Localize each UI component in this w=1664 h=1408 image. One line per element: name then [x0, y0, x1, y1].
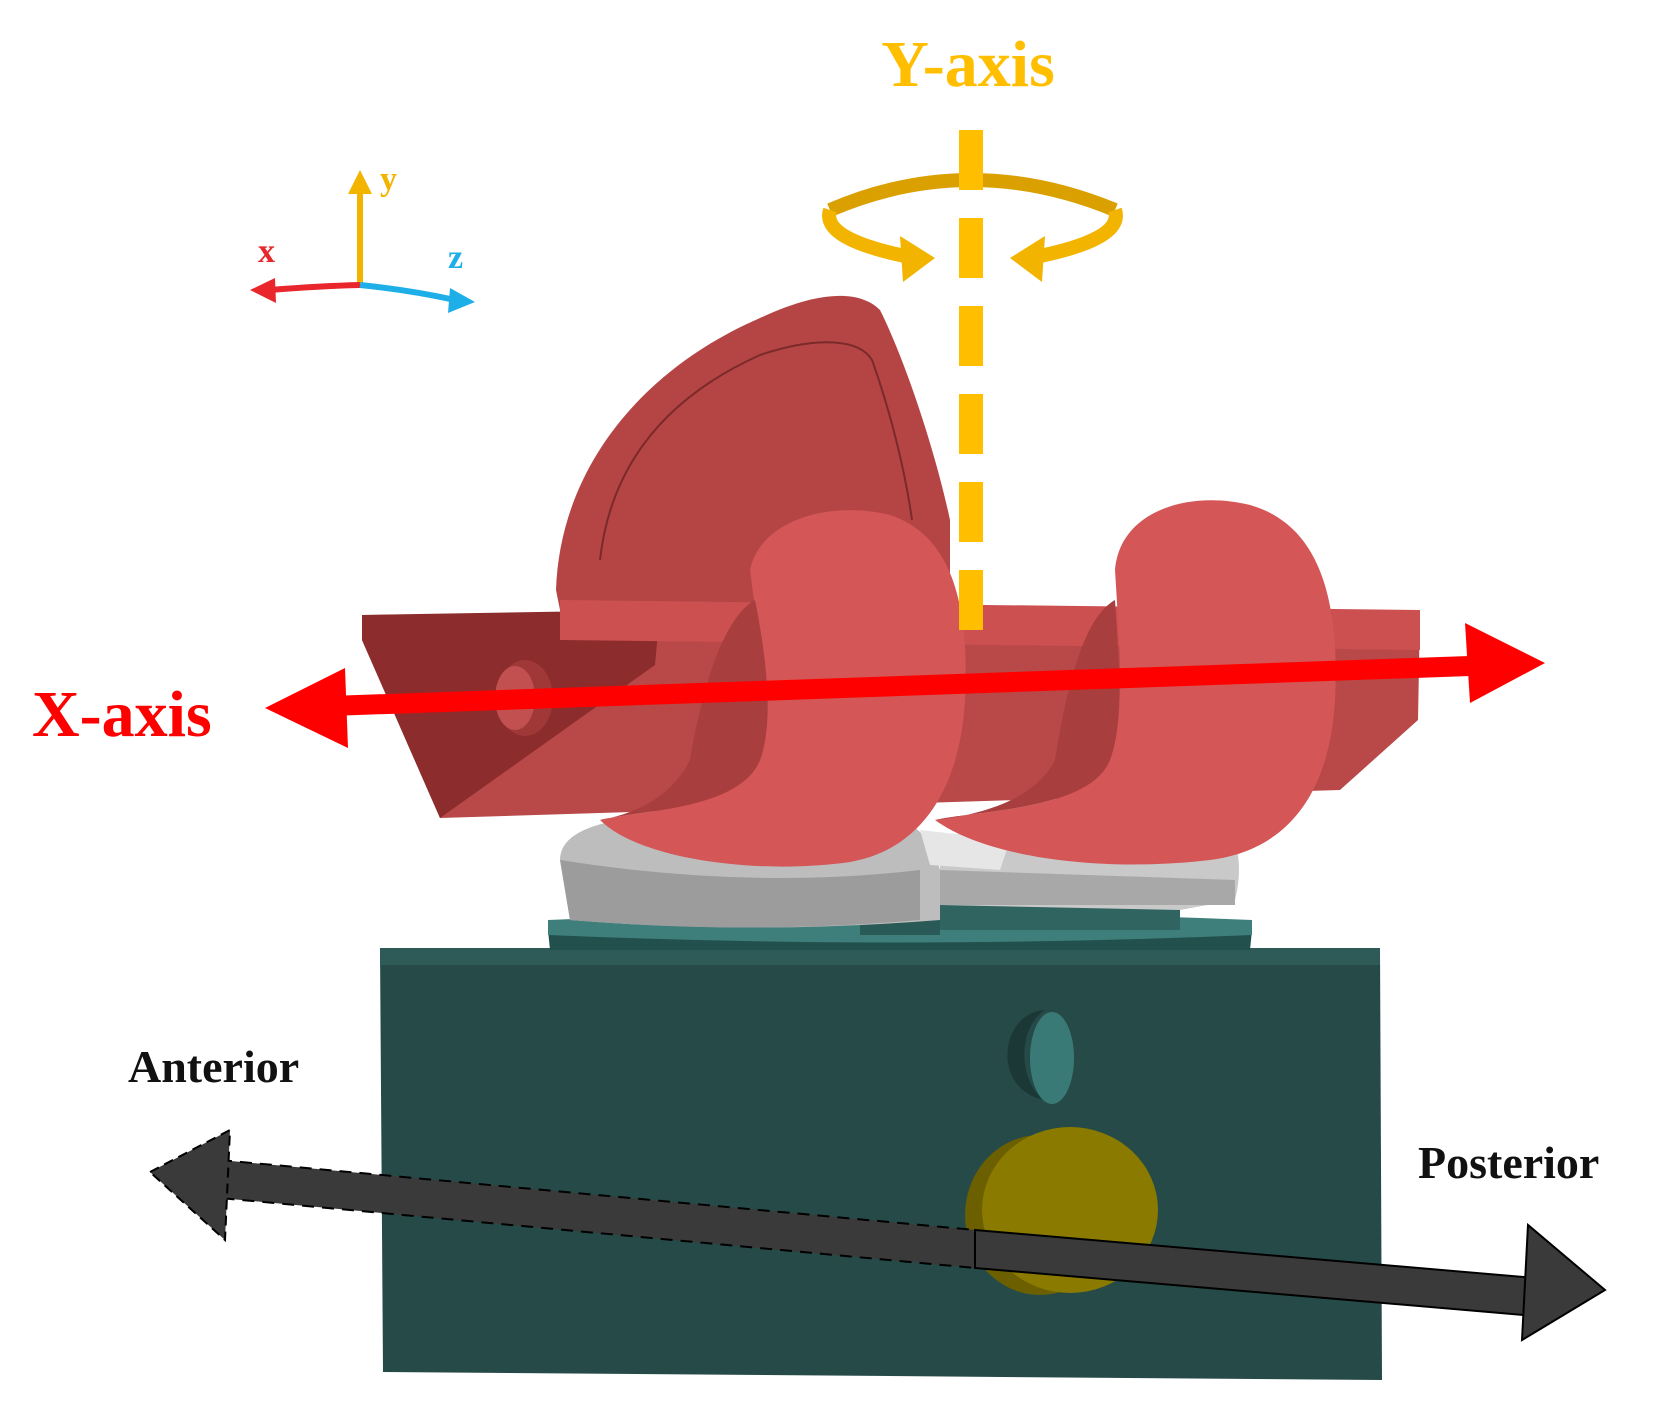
y-axis-label: Y-axis: [881, 28, 1055, 101]
triad-y-label: y: [380, 161, 397, 198]
posterior-label: Posterior: [1418, 1137, 1599, 1188]
screw-hole: [1007, 1010, 1045, 1100]
triad-z-arrow: [359, 282, 456, 303]
y-axis-indicator: Y-axis: [822, 28, 1123, 640]
ap-axis-arrowhead-posterior: [1520, 1222, 1607, 1342]
ap-axis-arrowhead-anterior: [148, 1128, 232, 1243]
x-axis-arrowhead-right: [1465, 623, 1545, 703]
triad-z-label: z: [448, 239, 463, 276]
triad-x-arrow: [269, 282, 361, 293]
x-axis-label: X-axis: [32, 678, 212, 751]
x-axis-arrowhead-left: [265, 668, 348, 748]
x-axis-indicator: X-axis: [32, 623, 1545, 751]
triad-x-label: x: [258, 233, 275, 270]
coordinate-triad: y x z: [250, 161, 475, 313]
ap-axis-indicator: Anterior Posterior: [128, 1041, 1607, 1342]
tibial-base-block: [380, 948, 1382, 1380]
femoral-component: [362, 295, 1420, 867]
anterior-label: Anterior: [128, 1041, 299, 1092]
